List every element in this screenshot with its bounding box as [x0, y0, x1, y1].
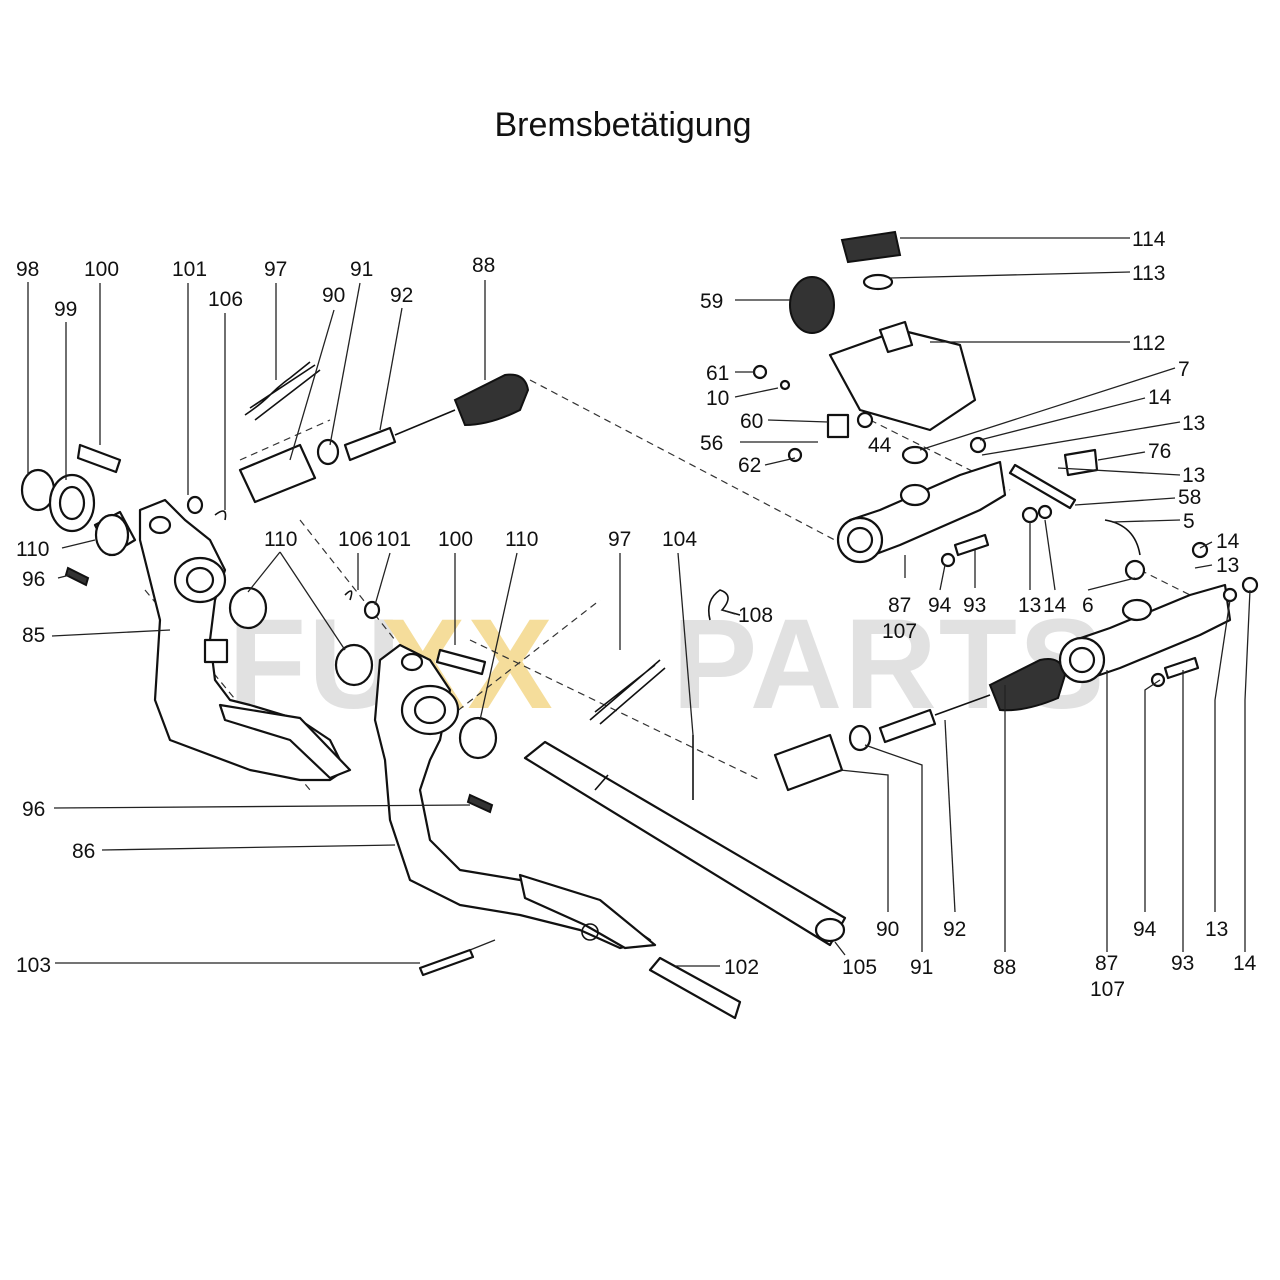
- master-cylinder-upper: [836, 460, 1007, 568]
- label-112: 112: [1132, 332, 1165, 355]
- label-97: 97: [264, 258, 287, 281]
- label-76: 76: [1148, 440, 1171, 463]
- label-110: 110: [264, 528, 297, 551]
- label-107: 107: [882, 620, 917, 643]
- pushrod-lower: [773, 658, 1067, 792]
- label-92: 92: [943, 918, 966, 941]
- label-101: 101: [376, 528, 411, 551]
- label-6: 6: [1082, 594, 1094, 617]
- label-7: 7: [1178, 358, 1190, 381]
- leader-lines: [27, 237, 1251, 967]
- label-114: 114: [1132, 228, 1166, 251]
- label-93: 93: [1171, 952, 1194, 975]
- brake-fittings: [969, 436, 1259, 603]
- label-14: 14: [1233, 952, 1257, 975]
- label-101: 101: [172, 258, 207, 281]
- label-110: 110: [505, 528, 538, 551]
- label-86: 86: [72, 840, 95, 863]
- pins: [418, 735, 742, 1020]
- label-104: 104: [662, 528, 697, 551]
- diagram-title: Bremsbetätigung: [494, 106, 752, 144]
- label-94: 94: [928, 594, 952, 617]
- label-14: 14: [1148, 386, 1172, 409]
- label-102: 102: [724, 956, 759, 979]
- label-97: 97: [608, 528, 631, 551]
- label-44: 44: [868, 434, 892, 457]
- label-107: 107: [1090, 978, 1125, 1001]
- label-13: 13: [1018, 594, 1041, 617]
- label-13: 13: [1182, 412, 1205, 435]
- label-13: 13: [1216, 554, 1239, 577]
- label-91: 91: [350, 258, 373, 281]
- label-85: 85: [22, 624, 45, 647]
- label-14: 14: [1216, 530, 1240, 553]
- label-108: 108: [738, 604, 773, 627]
- label-56: 56: [700, 432, 723, 455]
- label-59: 59: [700, 290, 723, 313]
- label-10: 10: [706, 387, 729, 410]
- part-labels: 98 99 100 101 106 97 90 91 92 88 110 96 …: [16, 228, 1257, 1001]
- label-14: 14: [1043, 594, 1067, 617]
- pushrod-upper: [238, 373, 530, 504]
- label-98: 98: [16, 258, 39, 281]
- label-62: 62: [738, 454, 761, 477]
- reservoir: [752, 230, 977, 465]
- label-58: 58: [1178, 486, 1201, 509]
- label-105: 105: [842, 956, 877, 979]
- label-5: 5: [1183, 510, 1195, 533]
- label-13: 13: [1182, 464, 1205, 487]
- pedal-shaft: [523, 740, 847, 947]
- label-94: 94: [1133, 918, 1157, 941]
- label-103: 103: [16, 954, 51, 977]
- label-90: 90: [876, 918, 899, 941]
- label-96: 96: [22, 798, 45, 821]
- label-87: 87: [1095, 952, 1118, 975]
- label-90: 90: [322, 284, 345, 307]
- bushings: [20, 443, 498, 814]
- label-91: 91: [910, 956, 933, 979]
- label-110: 110: [16, 538, 49, 561]
- master-cylinder-lower: [1058, 583, 1232, 688]
- brake-pedal-left: [138, 498, 352, 782]
- label-61: 61: [706, 362, 729, 385]
- brake-pedal-right: [373, 643, 657, 950]
- label-88: 88: [993, 956, 1016, 979]
- label-99: 99: [54, 298, 77, 321]
- label-13: 13: [1205, 918, 1228, 941]
- label-106: 106: [208, 288, 243, 311]
- label-60: 60: [740, 410, 763, 433]
- label-88: 88: [472, 254, 495, 277]
- label-113: 113: [1132, 262, 1165, 285]
- springs: [214, 361, 741, 725]
- label-106: 106: [338, 528, 373, 551]
- label-100: 100: [84, 258, 119, 281]
- label-93: 93: [963, 594, 986, 617]
- label-92: 92: [390, 284, 413, 307]
- label-100: 100: [438, 528, 473, 551]
- label-96: 96: [22, 568, 45, 591]
- label-87: 87: [888, 594, 911, 617]
